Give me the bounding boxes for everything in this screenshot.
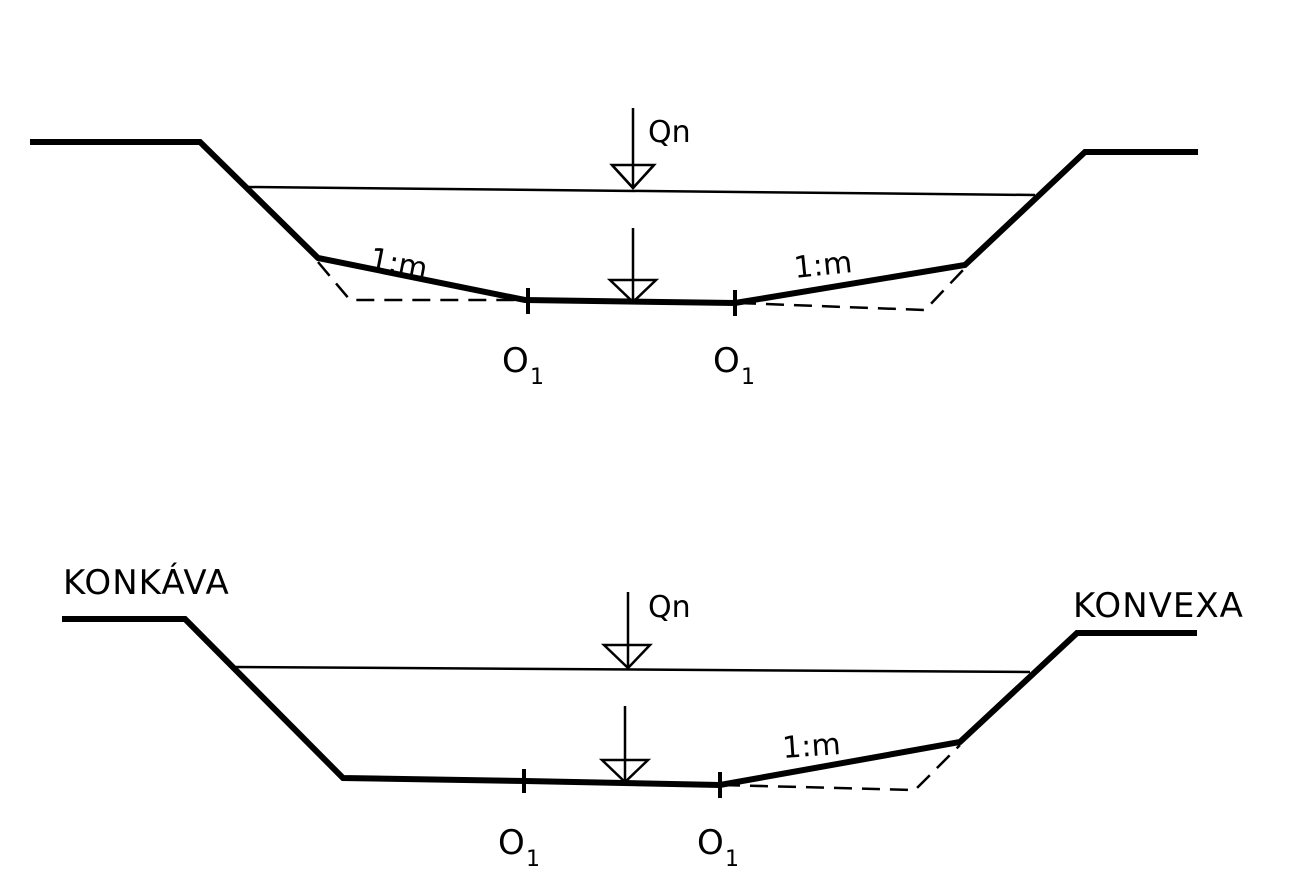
top-point-right-label: O [713,341,740,381]
bottom-water-level-arrow-upper [600,592,653,670]
bottom-bank-left-label: KONKÁVA [63,562,230,603]
top-cross-section: Qn 1:m 1:m O 1 O 1 [30,108,1198,390]
top-water-level-arrow-lower [606,228,660,304]
bottom-slope-right-label: 1:m [781,727,842,766]
bottom-cross-section: KONKÁVA KONVEXA Qn 1:m O 1 O 1 [62,562,1244,872]
top-dashed-original-bed-right [737,267,966,312]
bottom-water-level-arrow-lower [598,706,652,784]
top-discharge-label: Qn [648,115,691,150]
bottom-point-right-subscript: 1 [725,847,739,872]
bottom-point-right-label: O [697,823,724,863]
top-channel-outline [30,139,1198,307]
bottom-dashed-original-bed-right [721,744,961,792]
top-point-left-label: O [502,341,529,381]
top-water-surface [247,185,1036,197]
bottom-point-left-label: O [498,823,525,863]
bottom-water-surface [232,665,1031,674]
bottom-discharge-label: Qn [648,590,691,625]
bottom-channel-outline [62,616,1197,789]
top-slope-left-label: 1:m [366,241,430,287]
top-water-level-arrow-upper [609,108,657,190]
top-slope-right-label: 1:m [792,245,854,286]
bottom-bank-right-label: KONVEXA [1073,586,1244,626]
bottom-point-left-subscript: 1 [526,847,540,872]
top-dashed-original-bed [317,261,528,302]
top-point-right-subscript: 1 [741,365,755,390]
top-point-left-subscript: 1 [530,365,544,390]
